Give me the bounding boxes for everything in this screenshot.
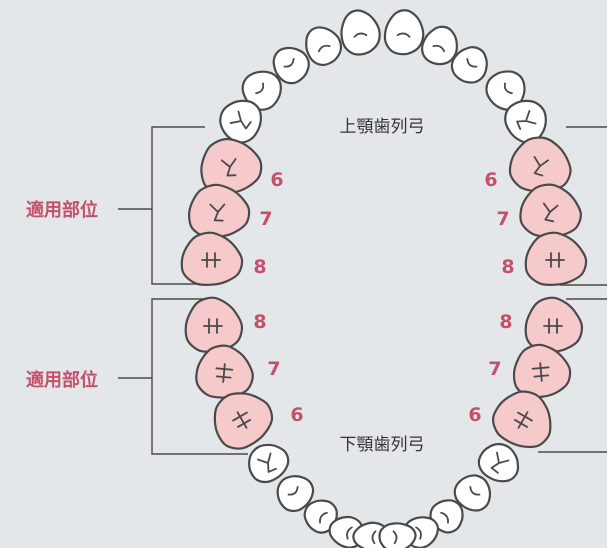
tooth-fissure bbox=[514, 411, 533, 429]
tooth-fissure bbox=[440, 511, 449, 524]
tooth-fissure bbox=[287, 485, 299, 496]
lower-right-tooth-number: 7 bbox=[488, 358, 501, 380]
tooth-fissure bbox=[255, 82, 265, 95]
highlighted-molar bbox=[524, 231, 588, 286]
tooth-fissure bbox=[215, 363, 234, 383]
tooth-outline bbox=[524, 296, 584, 353]
upper-left-bracket bbox=[151, 126, 205, 285]
upper-right-tooth-number: 7 bbox=[496, 208, 509, 230]
upper-left-tooth-number: 8 bbox=[253, 256, 266, 278]
tooth-fissure bbox=[543, 318, 563, 334]
highlighted-molar bbox=[200, 137, 263, 196]
tooth-outline bbox=[383, 9, 425, 56]
tooth-outline bbox=[491, 390, 552, 449]
upper-right-tooth-number: 8 bbox=[501, 256, 514, 278]
tooth-fissure bbox=[319, 511, 328, 524]
tooth-fissure bbox=[257, 452, 277, 473]
tooth-fissure bbox=[203, 318, 223, 334]
tooth-fissure bbox=[490, 451, 510, 474]
highlighted-molar bbox=[180, 231, 244, 286]
tooth bbox=[429, 499, 464, 534]
tooth-fissure bbox=[346, 526, 353, 540]
lower-left-tooth-number: 6 bbox=[290, 404, 303, 426]
upper-right-tooth-number: 6 bbox=[484, 169, 497, 191]
teeth-group bbox=[180, 9, 588, 548]
tooth bbox=[383, 9, 425, 56]
tooth-fissure bbox=[415, 526, 422, 540]
tooth-outline bbox=[340, 9, 381, 56]
tooth-fissure bbox=[533, 156, 550, 177]
tooth bbox=[378, 522, 417, 548]
lower-left-tooth-number: 7 bbox=[267, 358, 280, 380]
tooth-fissure bbox=[353, 32, 368, 38]
tooth-fissure bbox=[371, 530, 377, 545]
lower-left-tooth-number: 8 bbox=[253, 311, 266, 333]
highlighted-molar bbox=[524, 296, 584, 353]
lower-right-tooth-number: 6 bbox=[468, 404, 481, 426]
highlighted-molar bbox=[491, 390, 552, 449]
tooth bbox=[504, 99, 547, 144]
tooth-fissure bbox=[466, 57, 478, 68]
upper-left-tooth-number: 6 bbox=[270, 169, 283, 191]
tooth-fissure bbox=[432, 44, 446, 53]
tooth bbox=[303, 499, 338, 534]
tooth-fissure bbox=[209, 203, 226, 222]
tooth-fissure bbox=[392, 530, 398, 545]
tooth bbox=[305, 26, 343, 67]
tooth bbox=[272, 46, 310, 85]
upper-left-tooth-number: 7 bbox=[259, 208, 272, 230]
highlighted-molar bbox=[213, 392, 274, 450]
tooth-outline bbox=[180, 231, 244, 286]
tooth-fissure bbox=[545, 252, 565, 268]
tooth-fissure bbox=[516, 110, 537, 130]
tooth-fissure bbox=[469, 485, 481, 496]
tooth-fissure bbox=[542, 202, 559, 223]
tooth bbox=[276, 475, 315, 513]
highlighted-molar bbox=[188, 183, 251, 239]
tooth-outline bbox=[524, 231, 588, 286]
applicable-area-label-upper: 適用部位 bbox=[26, 199, 98, 221]
tooth-fissure bbox=[220, 157, 237, 177]
bracket-lines bbox=[118, 126, 607, 455]
tooth-fissure bbox=[201, 252, 221, 268]
tooth-fissure bbox=[283, 57, 295, 68]
tooth-fissure bbox=[396, 32, 411, 38]
tooth bbox=[450, 46, 488, 84]
lower-right-tooth-number: 8 bbox=[499, 311, 512, 333]
tooth bbox=[219, 99, 262, 144]
applicable-area-label-lower: 適用部位 bbox=[26, 369, 98, 391]
tooth bbox=[485, 70, 526, 111]
tooth-fissure bbox=[229, 110, 252, 130]
tooth bbox=[340, 9, 381, 56]
highlighted-molar bbox=[512, 343, 572, 399]
tooth-outline bbox=[512, 343, 572, 399]
tooth-fissure bbox=[503, 82, 513, 95]
tooth bbox=[248, 443, 290, 484]
tooth-fissure bbox=[531, 362, 550, 382]
tooth bbox=[420, 25, 458, 66]
tooth-outline bbox=[378, 522, 417, 548]
tooth bbox=[477, 443, 520, 483]
tooth-fissure bbox=[232, 411, 251, 429]
lower-left-bracket bbox=[151, 298, 248, 455]
lower-arch-title: 下顎歯列弓 bbox=[340, 435, 425, 455]
tooth-fissure bbox=[317, 44, 331, 53]
tooth bbox=[453, 474, 492, 512]
upper-arch-title: 上顎歯列弓 bbox=[340, 117, 425, 137]
